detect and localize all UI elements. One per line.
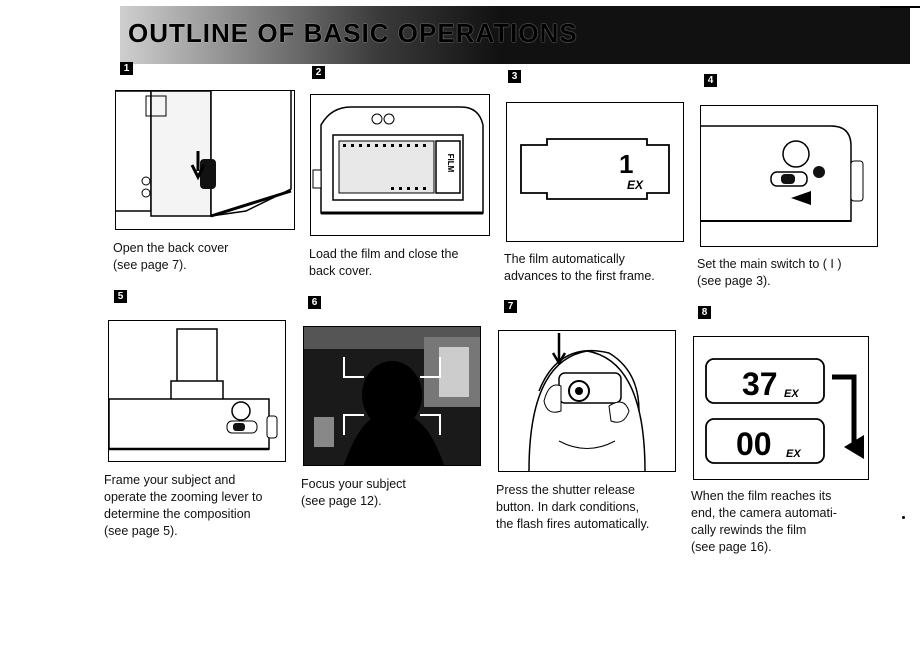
title-rule [880, 6, 920, 8]
lcd-exposure-unit: EX [627, 178, 644, 192]
page-title-banner: OUTLINE OF BASIC OPERATIONS [120, 6, 910, 64]
caption-line: Set the main switch to ( I ) [697, 256, 887, 273]
step-number-7: 7 [504, 300, 517, 313]
step-number-4: 4 [704, 74, 717, 87]
step-5-caption: Frame your subject and operate the zoomi… [104, 472, 294, 540]
caption-line: (see page 16). [691, 539, 881, 556]
caption-line: cally rewinds the film [691, 522, 881, 539]
step-7-caption: Press the shutter release button. In dar… [496, 482, 686, 533]
film-canister-label: FILM [446, 154, 455, 173]
caption-line: When the film reaches its [691, 488, 881, 505]
caption-line: button. In dark conditions, [496, 499, 686, 516]
caption-line: Load the film and close the [309, 246, 499, 263]
caption-line: Open the back cover [113, 240, 303, 257]
caption-line: determine the composition [104, 506, 294, 523]
stray-dot [902, 516, 905, 519]
caption-line: (see page 3). [697, 273, 887, 290]
step-5-illustration [108, 320, 286, 462]
lcd-frame-digit: 1 [619, 149, 633, 179]
caption-line: (see page 12). [301, 493, 491, 510]
step-number-8: 8 [698, 306, 711, 319]
lcd-counter-drawing: 1 EX [507, 103, 683, 241]
lcd-counter-start: 37 [742, 366, 778, 402]
step-2-illustration: FILM [310, 94, 490, 236]
zoom-lever-drawing [109, 321, 285, 461]
step-3-caption: The film automatically advances to the f… [504, 251, 694, 285]
step-number-2: 2 [312, 66, 325, 79]
step-number-1: 1 [120, 62, 133, 75]
caption-line: (see page 5). [104, 523, 294, 540]
lcd-counter-start-unit: EX [784, 388, 799, 400]
step-3-illustration: 1 EX [506, 102, 684, 242]
step-number-3: 3 [508, 70, 521, 83]
film-loading-drawing: FILM [311, 95, 489, 235]
step-1-caption: Open the back cover (see page 7). [113, 240, 303, 274]
caption-line: (see page 7). [113, 257, 303, 274]
caption-line: operate the zooming lever to [104, 489, 294, 506]
caption-line: back cover. [309, 263, 499, 280]
step-4-caption: Set the main switch to ( I ) (see page 3… [697, 256, 887, 290]
step-8-illustration: 37 EX 00 EX [693, 336, 869, 480]
focus-subject-drawing [304, 327, 480, 465]
caption-line: end, the camera automati- [691, 505, 881, 522]
step-1-illustration [115, 90, 295, 230]
lcd-counter-end-unit: EX [786, 448, 801, 460]
step-2-caption: Load the film and close the back cover. [309, 246, 499, 280]
camera-back-cover-drawing [116, 91, 294, 229]
caption-line: advances to the first frame. [504, 268, 694, 285]
step-6-caption: Focus your subject (see page 12). [301, 476, 491, 510]
rewind-counter-drawing: 37 EX 00 EX [694, 337, 868, 479]
caption-line: The film automatically [504, 251, 694, 268]
main-switch-drawing [701, 106, 877, 246]
page-title: OUTLINE OF BASIC OPERATIONS [128, 18, 578, 49]
step-4-illustration [700, 105, 878, 247]
caption-line: Press the shutter release [496, 482, 686, 499]
step-6-illustration [303, 326, 481, 466]
step-number-5: 5 [114, 290, 127, 303]
caption-line: Frame your subject and [104, 472, 294, 489]
lcd-counter-end: 00 [736, 426, 772, 462]
step-number-6: 6 [308, 296, 321, 309]
caption-line: the flash fires automatically. [496, 516, 686, 533]
caption-line: Focus your subject [301, 476, 491, 493]
step-7-illustration [498, 330, 676, 472]
shutter-release-drawing [499, 331, 675, 471]
step-8-caption: When the film reaches its end, the camer… [691, 488, 881, 556]
